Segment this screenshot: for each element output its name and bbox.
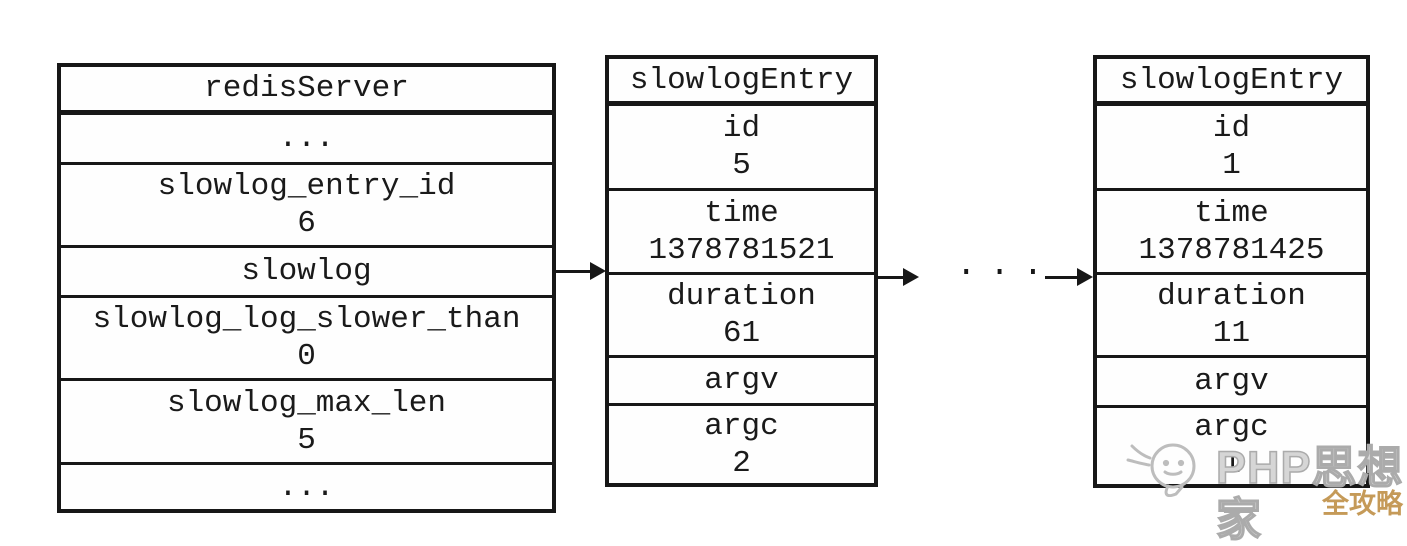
row-time: time 1378781425 <box>1097 188 1366 272</box>
row-argc: argc 1 <box>1097 405 1366 484</box>
field-name: slowlog_max_len <box>166 385 447 421</box>
field-value: 11 <box>1212 316 1251 351</box>
field-name: id <box>722 111 761 146</box>
field-value: 1378781521 <box>648 232 835 268</box>
field-value: 0 <box>297 339 316 374</box>
field-value: 5 <box>732 148 751 183</box>
field-name: duration <box>667 279 816 314</box>
arrow-right-icon <box>1077 268 1093 286</box>
field-value: 6 <box>297 206 316 241</box>
field-name: argc <box>704 408 779 444</box>
row-argv: argv <box>609 355 874 403</box>
row-time: time 1378781521 <box>609 188 874 272</box>
field-value: 2 <box>732 445 751 481</box>
row-ellipsis-bottom: ... <box>61 462 552 509</box>
redisserver-box: redisServer ... slowlog_entry_id 6 slowl… <box>57 63 556 513</box>
row-id: id 1 <box>1097 103 1366 188</box>
watermark-mascot-icon <box>1126 443 1196 498</box>
field-name: slowlog_entry_id <box>157 169 456 204</box>
row-slowlog-log-slower-than: slowlog_log_slower_than 0 <box>61 295 552 378</box>
row-argv: argv <box>1097 355 1366 405</box>
arrow-right-icon <box>903 268 919 286</box>
entry-title: slowlogEntry <box>609 59 874 103</box>
row-slowlog: slowlog <box>61 245 552 295</box>
arrow-right-icon <box>590 262 606 280</box>
arrow-line-server-to-entry <box>556 270 594 273</box>
field-name: time <box>704 195 779 231</box>
field-value: 5 <box>297 422 316 458</box>
watermark-badge-text: 全攻略 <box>1322 489 1403 519</box>
field-name: duration <box>1157 279 1306 314</box>
field-value: 1378781425 <box>1138 232 1325 268</box>
slowlog-entry-box-first: slowlogEntry id 5 time 1378781521 durati… <box>605 55 878 487</box>
field-value: 1 <box>1222 447 1241 482</box>
field-value: 1 <box>1222 148 1241 183</box>
redisserver-title: redisServer <box>61 67 552 112</box>
field-name: argc <box>1194 410 1269 445</box>
field-name: slowlog_log_slower_than <box>92 302 521 337</box>
chain-ellipsis: ... <box>956 247 1057 285</box>
row-duration: duration 11 <box>1097 272 1366 355</box>
field-name: id <box>1212 111 1251 146</box>
slowlog-entry-box-last: slowlogEntry id 1 time 1378781425 durati… <box>1093 55 1370 488</box>
diagram-canvas: redisServer ... slowlog_entry_id 6 slowl… <box>57 55 1403 546</box>
row-slowlog-max-len: slowlog_max_len 5 <box>61 378 552 462</box>
arrow-line-to-last-entry <box>1045 276 1079 279</box>
entry-title: slowlogEntry <box>1097 59 1366 103</box>
row-duration: duration 61 <box>609 272 874 355</box>
row-slowlog-entry-id: slowlog_entry_id 6 <box>61 162 552 245</box>
row-ellipsis-top: ... <box>61 112 552 162</box>
row-id: id 5 <box>609 103 874 188</box>
field-name: time <box>1194 195 1269 231</box>
field-value: 61 <box>722 316 761 351</box>
arrow-line-entry-out <box>878 276 906 279</box>
row-argc: argc 2 <box>609 403 874 483</box>
